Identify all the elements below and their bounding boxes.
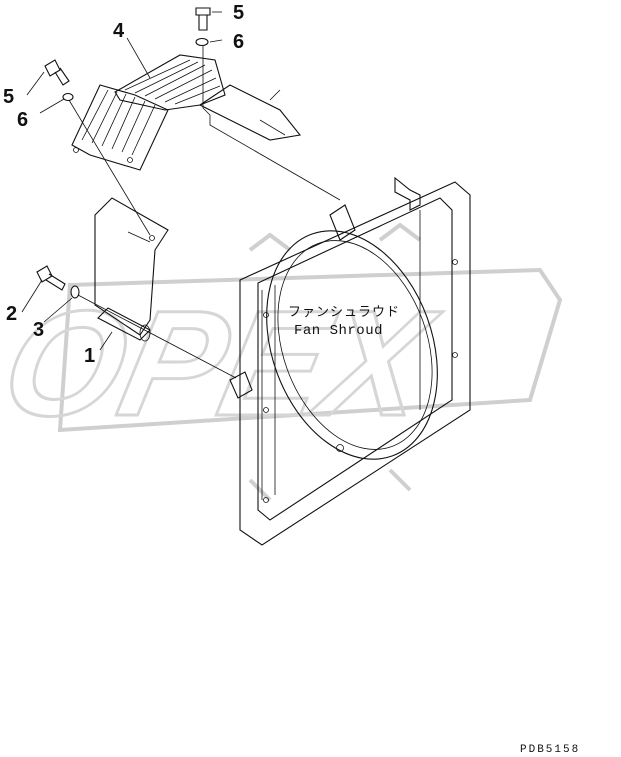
document-code: PDB5158 bbox=[520, 744, 580, 756]
callout-6-top: 6 bbox=[233, 31, 244, 53]
fan-shroud bbox=[229, 176, 471, 546]
callout-3: 3 bbox=[33, 319, 44, 341]
watermark-logo: OPEX bbox=[0, 222, 563, 502]
fan-shroud-label-jp: ファンシュラウド bbox=[288, 305, 400, 320]
svg-text:OPEX: OPEX bbox=[0, 281, 450, 448]
fasteners bbox=[36, 7, 211, 299]
callout-1: 1 bbox=[84, 345, 95, 367]
leader-lines bbox=[21, 11, 341, 379]
callout-4: 4 bbox=[113, 20, 125, 42]
grille-cover-part-4 bbox=[71, 54, 302, 171]
callout-5-top: 5 bbox=[233, 2, 244, 24]
callout-6-left: 6 bbox=[17, 109, 28, 131]
callout-5-left: 5 bbox=[3, 86, 14, 108]
bracket-part-1 bbox=[94, 197, 169, 342]
callout-2: 2 bbox=[6, 303, 17, 325]
fan-shroud-label-en: Fan Shroud bbox=[294, 323, 383, 339]
